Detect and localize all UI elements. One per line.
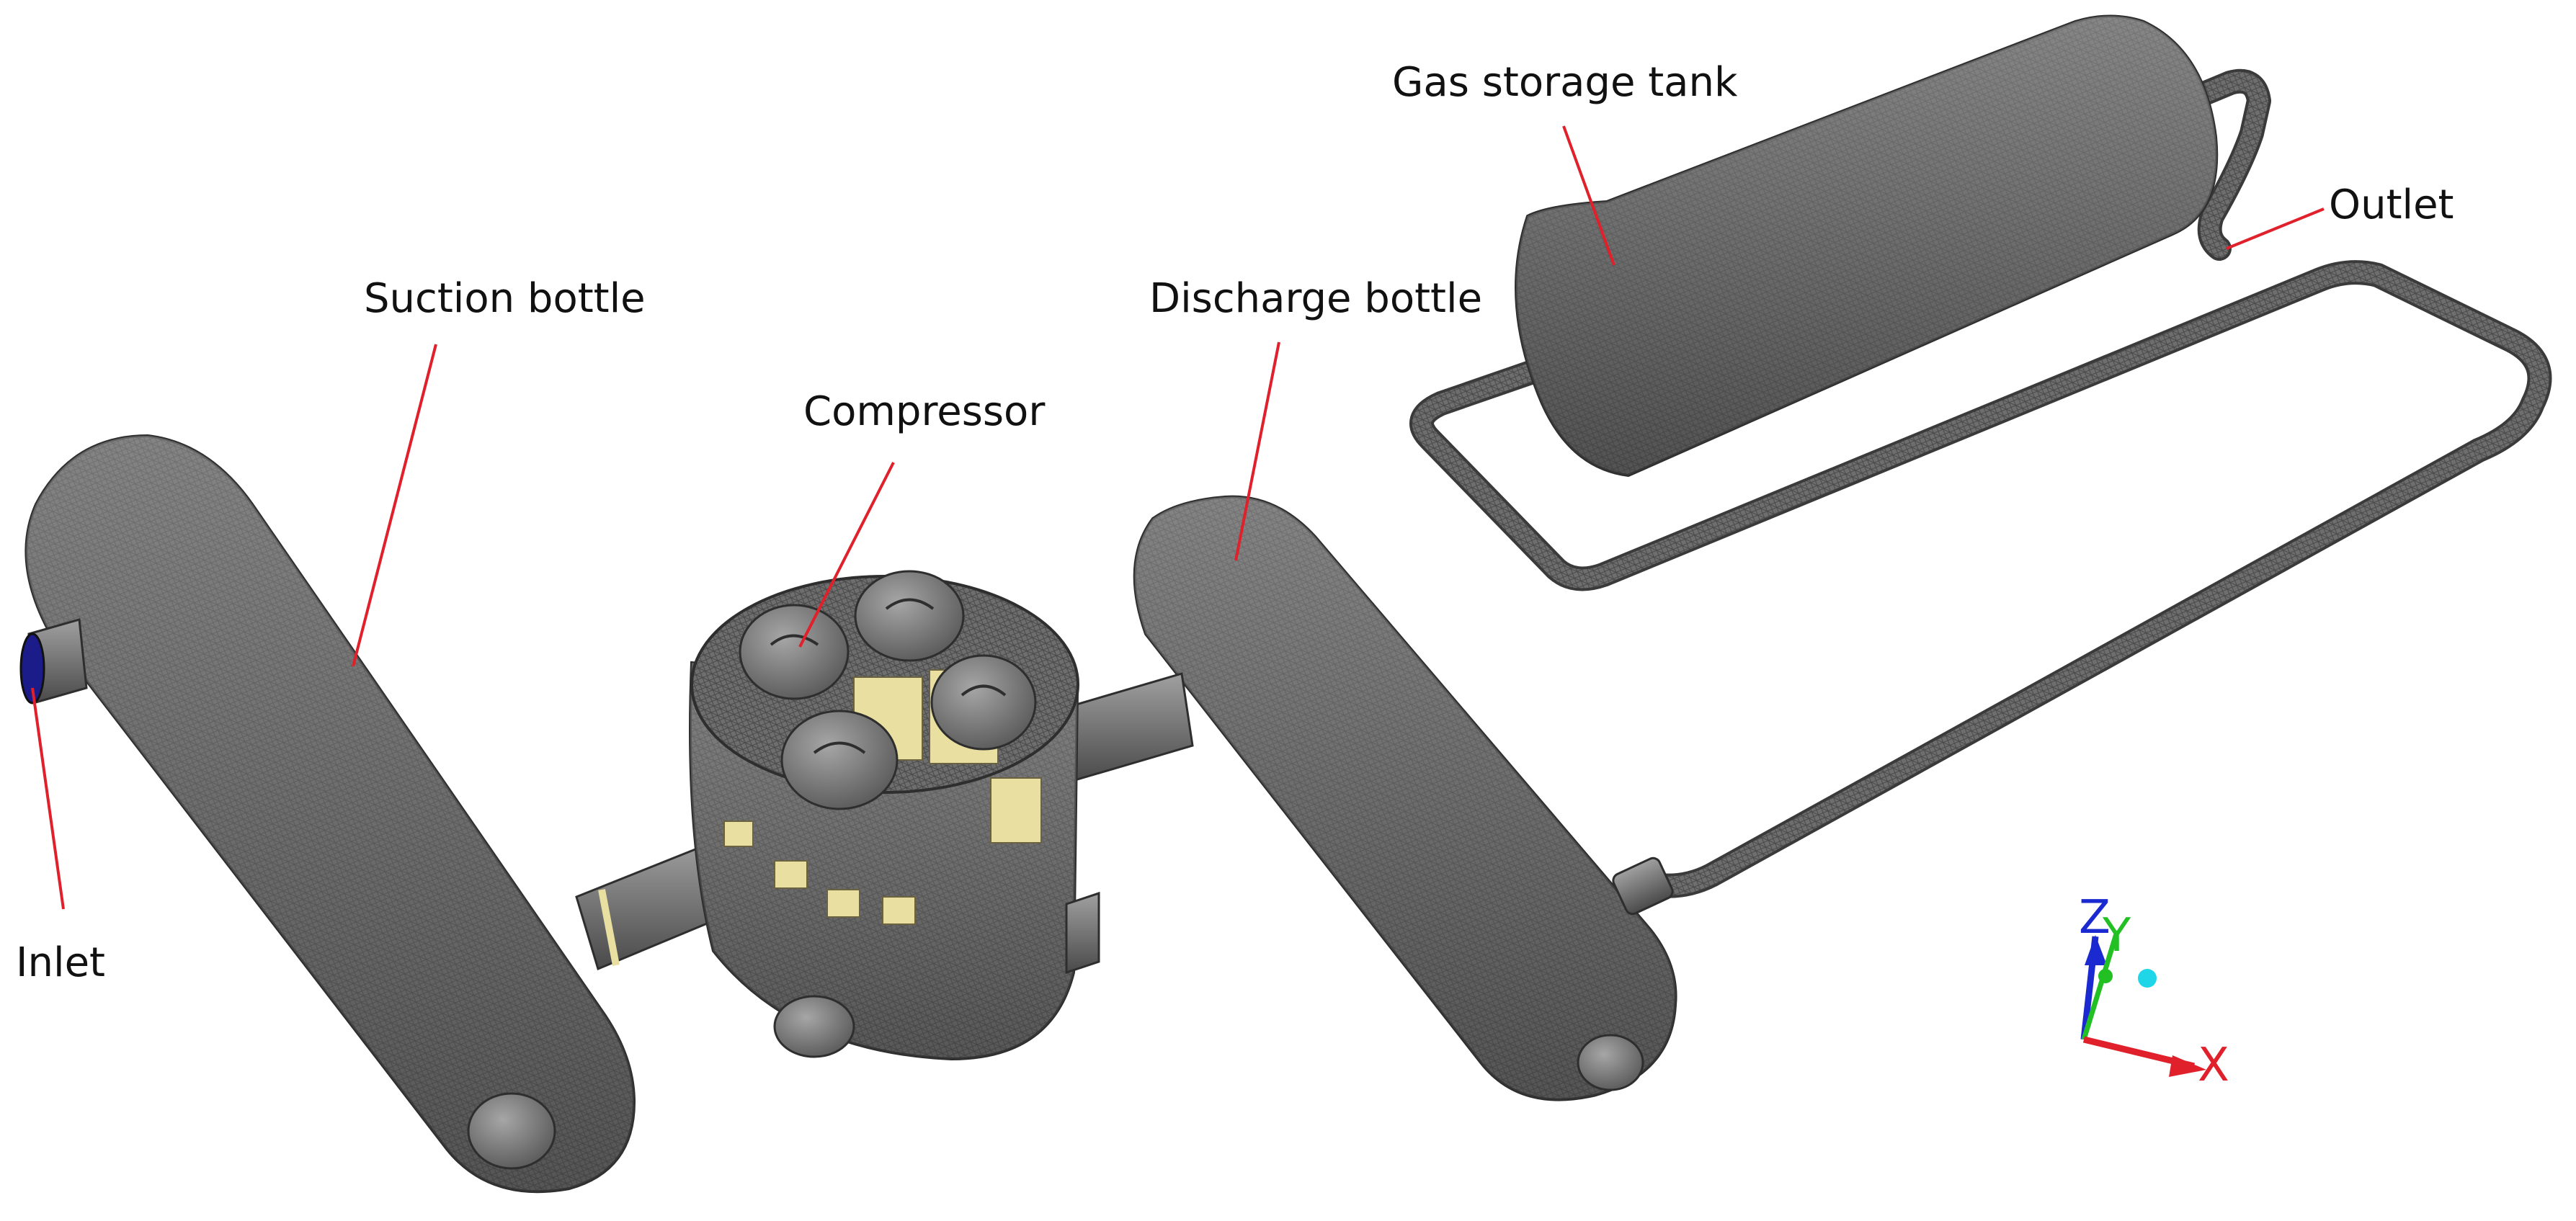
discharge-outlet-nozzle (1612, 857, 1674, 916)
label-compressor: Compressor (803, 388, 1046, 435)
discharge-end-cap (1577, 1034, 1644, 1091)
y-axis-line (2081, 930, 2120, 1041)
leader-compressor (798, 462, 895, 648)
discharge-pipe (1058, 672, 1194, 783)
piping-loop (1409, 68, 2552, 898)
axis-center-dot (2138, 969, 2157, 988)
leader-gas-storage-tank (1562, 125, 1615, 266)
x-axis-label: X (2198, 1039, 2229, 1092)
axis-triad: Z Y X (2079, 891, 2229, 1092)
label-suction-bottle: Suction bottle (364, 275, 646, 322)
suction-bottle (19, 434, 636, 1194)
gas-storage-tank (1515, 14, 2219, 478)
z-axis-arrow (2085, 935, 2107, 965)
label-outlet: Outlet (2329, 182, 2454, 228)
leader-lines (31, 125, 2325, 910)
discharge-bottle (1133, 495, 1677, 1101)
y-axis-label: Y (2102, 909, 2131, 962)
label-inlet: Inlet (16, 939, 105, 986)
label-discharge-bottle: Discharge bottle (1149, 275, 1482, 322)
z-axis-label: Z (2079, 891, 2111, 944)
leader-outlet (2226, 207, 2325, 250)
inlet-nozzle (19, 618, 88, 705)
y-axis-marker (2098, 969, 2113, 983)
compressor (689, 570, 1100, 1061)
x-axis-arrow (2169, 1055, 2206, 1077)
leader-inlet (31, 687, 65, 910)
labels: Gas storage tank Outlet Suction bottle D… (16, 59, 2454, 986)
label-gas-storage-tank: Gas storage tank (1392, 59, 1738, 106)
leader-suction-bottle (352, 344, 437, 667)
leader-discharge-bottle (1234, 341, 1280, 561)
cylinder-heads (739, 570, 1037, 810)
side-ports (773, 891, 1100, 1058)
suction-end-cap (467, 1092, 556, 1170)
